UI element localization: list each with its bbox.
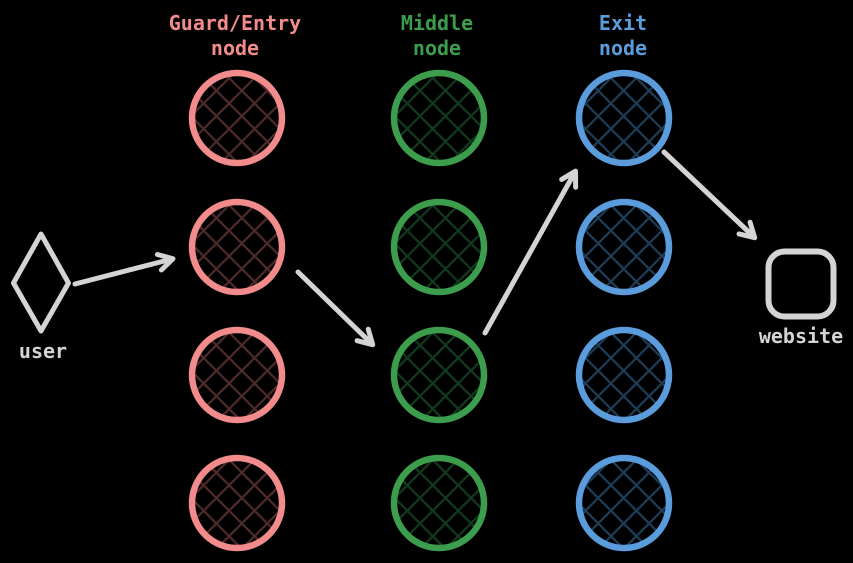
exit-column (575, 69, 673, 552)
middle-column (390, 69, 488, 552)
guard-column-header: Guard/Entry node (169, 11, 301, 60)
arrow-exit-to-website (661, 149, 758, 241)
path-arrows (72, 149, 758, 348)
website-endpoint: website (759, 248, 843, 348)
exit-node-1 (575, 69, 673, 167)
guard-column-title-line1: Guard/Entry (169, 11, 301, 35)
middle-node-4 (390, 454, 488, 552)
website-label: website (759, 324, 843, 348)
guard-column (188, 69, 286, 552)
middle-node-3 (390, 326, 488, 424)
guard-column-title-line2: node (211, 36, 259, 60)
user-endpoint: user (11, 231, 71, 363)
website-square-shape (765, 248, 837, 320)
arrow-guard-to-middle (295, 269, 376, 348)
middle-node-1 (390, 69, 488, 167)
guard-node-1 (188, 69, 286, 167)
arrow-middle-to-exit (482, 168, 579, 336)
guard-node-4 (188, 454, 286, 552)
middle-column-header: Middle node (401, 11, 473, 60)
arrow-user-to-guard (72, 251, 176, 287)
exit-node-3 (575, 326, 673, 424)
middle-node-2 (390, 198, 488, 296)
exit-column-header: Exit node (599, 11, 647, 60)
middle-column-title-line1: Middle (401, 11, 473, 35)
exit-column-title-line2: node (599, 36, 647, 60)
exit-node-4 (575, 454, 673, 552)
guard-node-2 (188, 198, 286, 296)
middle-column-title-line2: node (413, 36, 461, 60)
user-label: user (19, 339, 67, 363)
exit-column-title-line1: Exit (599, 11, 647, 35)
exit-node-2 (575, 198, 673, 296)
guard-node-3 (188, 326, 286, 424)
user-diamond-shape (11, 231, 71, 334)
